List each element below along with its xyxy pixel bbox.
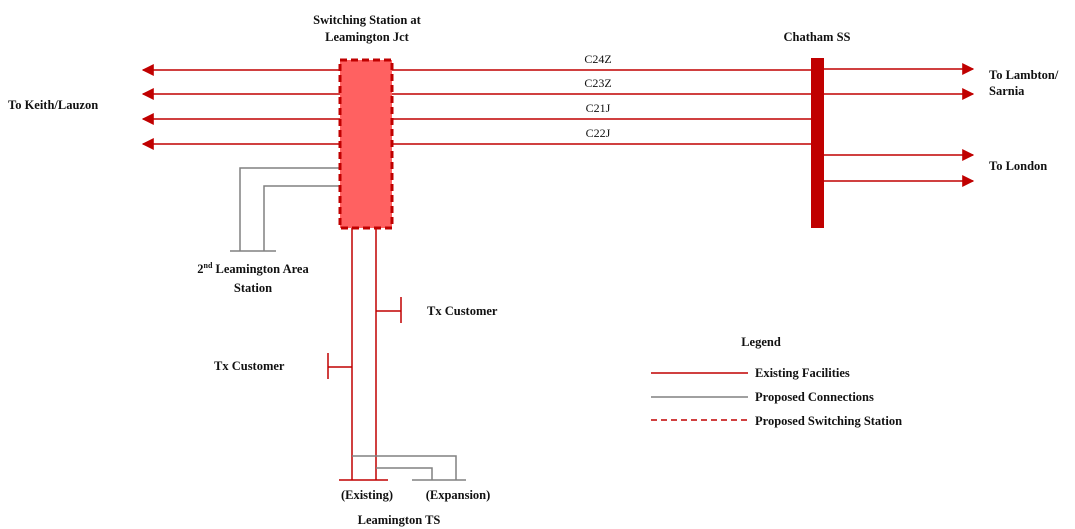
to-lambton-label-line2: Sarnia bbox=[989, 84, 1025, 98]
expansion-feeder-2 bbox=[376, 467, 433, 480]
circuit-labels: C24Z C23Z C21J C22J bbox=[584, 52, 611, 140]
circuit-label-c23z: C23Z bbox=[584, 76, 611, 90]
second-station-prefix: 2 bbox=[197, 262, 203, 276]
legend-label-existing: Existing Facilities bbox=[755, 366, 850, 380]
switching-station-label-line1: Switching Station at bbox=[313, 13, 421, 27]
to-london-label: To London bbox=[989, 159, 1047, 173]
second-station-rest: Leamington Area bbox=[212, 262, 309, 276]
legend-title: Legend bbox=[741, 335, 781, 349]
to-lambton-label-line1: To Lambton/ bbox=[989, 68, 1059, 82]
tx-customer-right-label: Tx Customer bbox=[427, 304, 498, 318]
switching-station-box bbox=[338, 58, 394, 230]
east-lines bbox=[824, 63, 975, 187]
second-station-label-line2: Station bbox=[234, 281, 272, 295]
switching-station-label-line2: Leamington Jct bbox=[325, 30, 410, 44]
expansion-connections bbox=[352, 455, 466, 481]
circuit-label-c22j: C22J bbox=[586, 126, 611, 140]
second-station-sup: nd bbox=[204, 261, 213, 270]
existing-label: (Existing) bbox=[341, 488, 393, 502]
second-station-connections bbox=[230, 167, 340, 252]
legend-label-proposed: Proposed Connections bbox=[755, 390, 874, 404]
leamington-ts-label: Leamington TS bbox=[358, 513, 441, 527]
leamington-ts-lines bbox=[327, 228, 402, 481]
legend-label-switching: Proposed Switching Station bbox=[755, 414, 902, 428]
expansion-feeder-1 bbox=[352, 455, 457, 480]
circuit-lines bbox=[392, 69, 811, 145]
second-station-feeder-2 bbox=[263, 185, 340, 251]
to-keith-lauzon-label: To Keith/Lauzon bbox=[8, 98, 98, 112]
circuit-label-c24z: C24Z bbox=[584, 52, 611, 66]
legend: Legend Existing Facilities Proposed Conn… bbox=[651, 335, 902, 428]
second-station-label-line1: 2nd Leamington Area bbox=[197, 261, 309, 276]
chatham-ss-bus bbox=[811, 58, 824, 228]
tx-customer-left-label: Tx Customer bbox=[214, 359, 285, 373]
chatham-ss-label: Chatham SS bbox=[783, 30, 850, 44]
keith-lauzon-lines bbox=[141, 64, 340, 150]
expansion-label: (Expansion) bbox=[426, 488, 491, 502]
circuit-label-c21j: C21J bbox=[586, 101, 611, 115]
second-station-feeder-1 bbox=[239, 167, 340, 251]
